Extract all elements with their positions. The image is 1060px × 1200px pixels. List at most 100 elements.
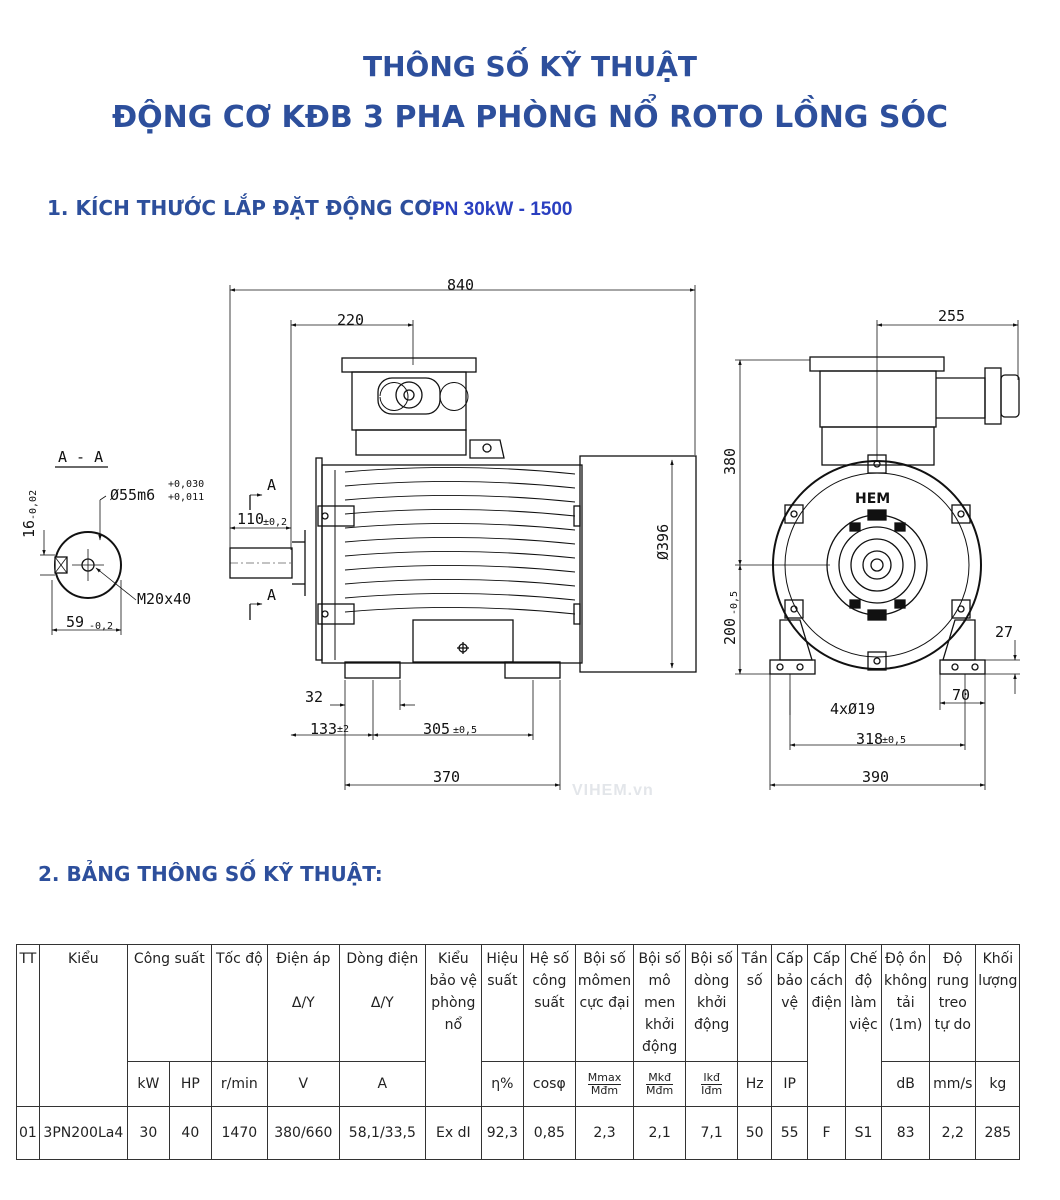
unit-ist-num: Ikđ bbox=[701, 1071, 723, 1085]
header-pf: Hệ số công suất bbox=[522, 944, 576, 1062]
shaft-diameter-dim: Ø55m6 bbox=[110, 486, 155, 504]
unit-a: A bbox=[338, 1061, 426, 1107]
header-ex-type: Kiểu bảo vệ phòng nổ bbox=[424, 944, 482, 1107]
header-tmax: Bội số mômen cực đại bbox=[574, 944, 635, 1062]
overall-length-dim: 840 bbox=[447, 276, 474, 294]
unit-hz: Hz bbox=[737, 1061, 773, 1107]
shaft-height-dim: 200 bbox=[721, 618, 739, 645]
cell-tstart: 2,1 bbox=[633, 1106, 687, 1160]
unit-v: V bbox=[266, 1061, 340, 1107]
dim-305: 305 bbox=[423, 720, 450, 738]
motor-side-view bbox=[735, 320, 1020, 790]
header-speed: Tốc độ bbox=[210, 944, 268, 1062]
page-title: THÔNG SỐ KỸ THUẬT bbox=[363, 50, 697, 83]
header-voltage-sub: Δ/Y bbox=[291, 995, 315, 1011]
cell-hp: 40 bbox=[168, 1106, 212, 1160]
header-tt: TT bbox=[16, 944, 40, 1107]
dim-305-tol: ±0,5 bbox=[453, 725, 477, 736]
unit-tst-den: Mđm bbox=[646, 1083, 674, 1097]
header-mass: Khối lượng bbox=[975, 944, 1021, 1062]
header-freq: Tần số bbox=[737, 944, 773, 1062]
cell-a: 58,1/33,5 bbox=[338, 1106, 426, 1160]
shaft-tol-lower: +0,011 bbox=[168, 492, 204, 503]
unit-tmax-den: Mđm bbox=[590, 1083, 619, 1097]
shaft-length-tol: ±0,2 bbox=[263, 517, 287, 528]
header-eff: Hiệu suất bbox=[480, 944, 524, 1062]
key-height-dim: 59 bbox=[66, 613, 84, 631]
motor-dimension-drawing: A - A 16 -0,02 Ø55m6 +0,030 +0,011 M20x4… bbox=[20, 276, 1020, 790]
key-depth-dim: 16 bbox=[20, 520, 38, 538]
header-power: Công suất bbox=[126, 944, 212, 1062]
cell-pf: 0,85 bbox=[522, 1106, 576, 1160]
key-height-tol: -0,2 bbox=[89, 621, 113, 632]
cell-istart: 7,1 bbox=[685, 1106, 739, 1160]
cell-eff: 92,3 bbox=[480, 1106, 524, 1160]
base-width-dim: 390 bbox=[862, 768, 889, 786]
dim-32: 32 bbox=[305, 688, 323, 706]
cell-insulation: F bbox=[807, 1106, 846, 1160]
height-380-dim: 380 bbox=[721, 448, 739, 475]
shaft-height-tol: -0,5 bbox=[729, 591, 740, 615]
watermark: VIHEM.vn bbox=[572, 782, 654, 799]
side-width-dim: 255 bbox=[938, 307, 965, 325]
section-mark-top: A bbox=[267, 476, 276, 494]
table-row: 01 3PN200La4 30 40 1470 380/660 58,1/33,… bbox=[16, 1106, 1021, 1160]
cell-tmax: 2,3 bbox=[574, 1106, 635, 1160]
frame-diameter-dim: Ø396 bbox=[654, 524, 672, 560]
unit-pf: cosφ bbox=[522, 1061, 576, 1107]
unit-rpm: r/min bbox=[210, 1061, 268, 1107]
unit-ip: IP bbox=[771, 1061, 809, 1107]
cell-hz: 50 bbox=[737, 1106, 773, 1160]
motor-front-view bbox=[229, 285, 697, 790]
foot-27-dim: 27 bbox=[995, 623, 1013, 641]
header-tstart: Bội số mô men khởi động bbox=[633, 944, 687, 1062]
header-duty: Chế độ làm việc bbox=[845, 944, 882, 1107]
unit-tmax-num: Mmax bbox=[587, 1070, 622, 1085]
cell-type: 3PN200La4 bbox=[38, 1106, 128, 1160]
cell-duty: S1 bbox=[845, 1106, 882, 1160]
section-a-a-label: A - A bbox=[58, 448, 103, 466]
cell-ex: Ex dI bbox=[424, 1106, 482, 1160]
section-table-heading: 2. BẢNG THÔNG SỐ KỸ THUẬT: bbox=[38, 862, 383, 886]
section-a-a-view: A - A bbox=[40, 448, 137, 635]
shaft-tol-upper: +0,030 bbox=[168, 479, 204, 490]
header-type: Kiểu bbox=[38, 944, 128, 1107]
dim-133: 133 bbox=[310, 720, 337, 738]
unit-db: dB bbox=[880, 1061, 931, 1107]
spec-table: TT Kiểu Công suất Tốc độ Điện áp Δ/Y Dòng… bbox=[16, 944, 1021, 1160]
header-ip: Cấp bảo vệ bbox=[771, 944, 809, 1062]
thread-dim: M20x40 bbox=[137, 590, 191, 608]
holes-dim: 4xØ19 bbox=[830, 700, 875, 718]
cell-ip: 55 bbox=[771, 1106, 809, 1160]
header-current-label: Dòng điện bbox=[346, 951, 419, 967]
shaft-length-dim: 110 bbox=[237, 510, 264, 528]
section-dimensions-heading: 1. KÍCH THƯỚC LẮP ĐẶT ĐỘNG CƠ: bbox=[47, 196, 440, 220]
unit-kw: kW bbox=[126, 1061, 170, 1107]
cell-v: 380/660 bbox=[266, 1106, 340, 1160]
header-insulation: Cấp cách điện bbox=[807, 944, 846, 1107]
section-mark-bottom: A bbox=[267, 586, 276, 604]
page-subtitle: ĐỘNG CƠ KĐB 3 PHA PHÒNG NỔ ROTO LỒNG SÓC bbox=[111, 100, 948, 135]
cell-kw: 30 bbox=[126, 1106, 170, 1160]
header-current-sub: Δ/Y bbox=[370, 995, 394, 1011]
unit-kg: kg bbox=[975, 1061, 1021, 1107]
unit-eff: η% bbox=[480, 1061, 524, 1107]
unit-hp: HP bbox=[168, 1061, 212, 1107]
cell-db: 83 bbox=[880, 1106, 931, 1160]
brand-logo: HEM bbox=[855, 491, 890, 507]
key-depth-tol: -0,02 bbox=[28, 490, 39, 520]
terminal-offset-dim: 220 bbox=[337, 311, 364, 329]
dim-370: 370 bbox=[433, 768, 460, 786]
cell-rpm: 1470 bbox=[210, 1106, 268, 1160]
cell-mms: 2,2 bbox=[929, 1106, 977, 1160]
unit-tst-num: Mkđ bbox=[646, 1071, 674, 1085]
unit-ist-den: Iđm bbox=[701, 1083, 723, 1097]
cell-kg: 285 bbox=[975, 1106, 1021, 1160]
cell-tt: 01 bbox=[16, 1106, 40, 1160]
header-vibration: Độ rung treo tự do bbox=[929, 944, 977, 1062]
motor-model-label: PN 30kW - 1500 bbox=[432, 199, 573, 220]
header-voltage-label: Điện áp bbox=[276, 951, 331, 967]
